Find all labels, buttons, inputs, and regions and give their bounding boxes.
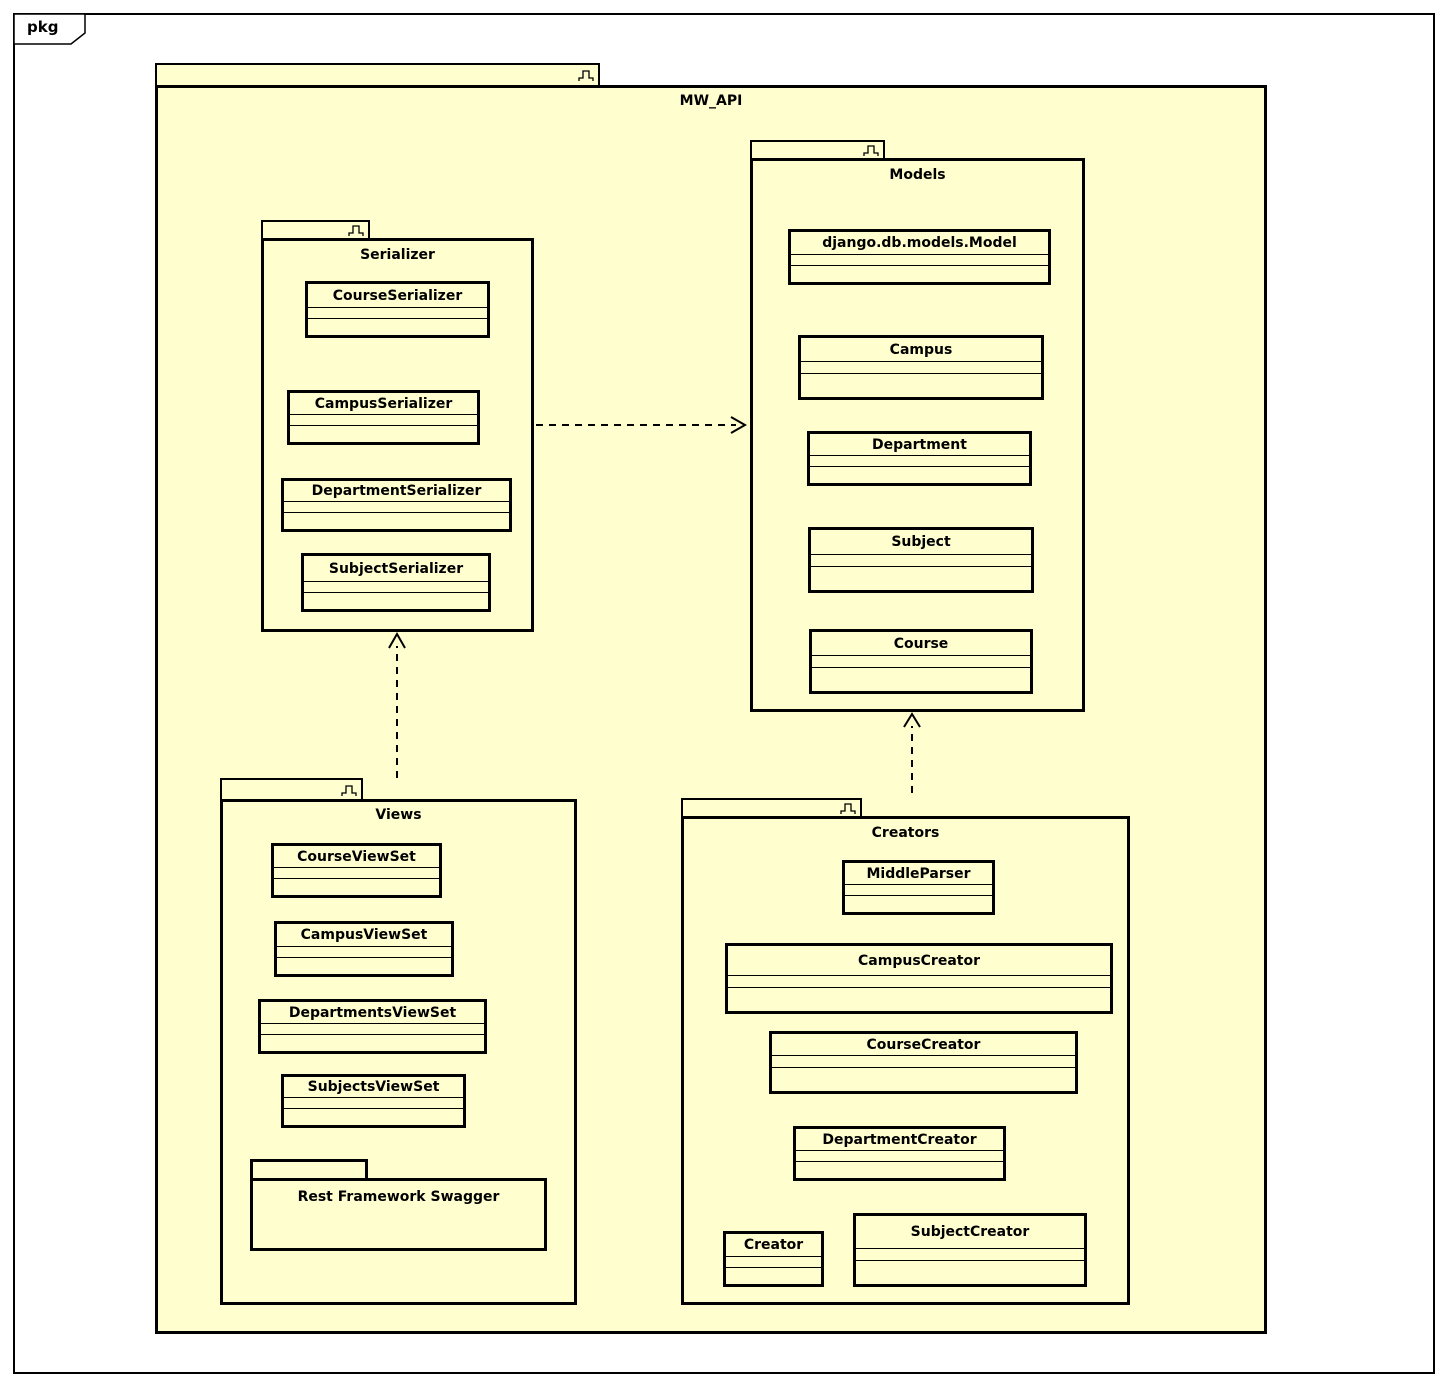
- class-creator: Creator: [723, 1231, 824, 1287]
- attributes-compartment: [845, 884, 992, 895]
- class-name: django.db.models.Model: [822, 235, 1017, 251]
- package-tab-serializer: [261, 220, 370, 238]
- operations-compartment: [796, 1161, 1003, 1178]
- operations-compartment: [728, 987, 1110, 1011]
- package-tab-icon: [578, 70, 594, 81]
- class-name: Department: [872, 436, 967, 453]
- class-department: Department: [807, 431, 1032, 486]
- class-campus-viewset: CampusViewSet: [274, 921, 454, 977]
- class-subject-serializer: SubjectSerializer: [301, 553, 491, 612]
- package-tab-creators: [681, 798, 862, 816]
- class-name: CourseViewSet: [297, 848, 416, 865]
- operations-compartment: [856, 1260, 1084, 1284]
- class-course-viewset: CourseViewSet: [271, 843, 442, 898]
- class-course: Course: [809, 629, 1033, 694]
- class-campus-serializer: CampusSerializer: [287, 390, 480, 445]
- package-title-serializer: Serializer: [360, 247, 435, 263]
- operations-compartment: [261, 1034, 484, 1051]
- operations-compartment: [308, 318, 487, 335]
- class-departments-viewset: DepartmentsViewSet: [258, 999, 487, 1054]
- package-tab-models: [750, 140, 885, 158]
- frame-tab-shape: [13, 13, 86, 45]
- class-name: SubjectCreator: [910, 1224, 1030, 1240]
- attributes-compartment: [304, 581, 488, 592]
- attributes-compartment: [796, 1150, 1003, 1161]
- package-title-creators: Creators: [871, 825, 940, 841]
- class-department-serializer: DepartmentSerializer: [281, 478, 512, 532]
- attributes-compartment: [261, 1023, 484, 1034]
- class-name: CourseSerializer: [332, 287, 463, 304]
- attributes-compartment: [284, 501, 509, 512]
- operations-compartment: [845, 895, 992, 912]
- attributes-compartment: [728, 975, 1110, 987]
- operations-compartment: [811, 566, 1031, 590]
- attributes-compartment: [277, 946, 451, 957]
- class-name: Subject: [891, 534, 951, 550]
- operations-compartment: [290, 425, 477, 442]
- class-name: Creator: [743, 1237, 804, 1253]
- operations-compartment: [812, 667, 1030, 691]
- class-name: CampusCreator: [858, 952, 980, 969]
- class-subjects-viewset: SubjectsViewSet: [281, 1074, 466, 1128]
- package-title-mw-api: MW_API: [679, 93, 743, 109]
- class-name: CampusSerializer: [314, 395, 453, 412]
- operations-compartment: [304, 592, 488, 609]
- class-course-serializer: CourseSerializer: [305, 281, 490, 338]
- class-middle-parser: MiddleParser: [842, 860, 995, 915]
- attributes-compartment: [726, 1256, 821, 1267]
- operations-compartment: [284, 1108, 463, 1125]
- operations-compartment: [277, 957, 451, 974]
- class-name: MiddleParser: [866, 865, 971, 882]
- class-name: Course: [893, 635, 949, 652]
- operations-compartment: [810, 466, 1029, 483]
- class-name: CourseCreator: [866, 1036, 981, 1053]
- class-name: SubjectsViewSet: [307, 1079, 440, 1095]
- attributes-compartment: [284, 1097, 463, 1108]
- operations-compartment: [772, 1067, 1075, 1091]
- class-name: Campus: [889, 341, 953, 358]
- package-tab-icon: [348, 225, 364, 236]
- attributes-compartment: [772, 1055, 1075, 1067]
- operations-compartment: [274, 878, 439, 895]
- operations-compartment: [791, 265, 1048, 282]
- attributes-compartment: [801, 361, 1041, 373]
- frame-kind-label: pkg: [27, 18, 59, 36]
- package-tab-icon: [840, 803, 856, 814]
- class-campus: Campus: [798, 335, 1044, 400]
- class-name: DepartmentsViewSet: [288, 1004, 457, 1021]
- attributes-compartment: [791, 254, 1048, 265]
- attributes-compartment: [812, 655, 1030, 667]
- package-tab-mw-api: [155, 63, 600, 85]
- attributes-compartment: [856, 1248, 1084, 1260]
- class-department-creator: DepartmentCreator: [793, 1126, 1006, 1181]
- attributes-compartment: [290, 414, 477, 425]
- class-course-creator: CourseCreator: [769, 1031, 1078, 1094]
- class-name: CampusViewSet: [300, 927, 428, 943]
- package-tab-icon: [341, 784, 357, 796]
- package-tab-icon: [863, 145, 879, 156]
- attributes-compartment: [811, 554, 1031, 566]
- package-body-rest-framework-swagger: [250, 1178, 547, 1251]
- class-campus-creator: CampusCreator: [725, 943, 1113, 1014]
- operations-compartment: [801, 373, 1041, 397]
- package-title-rest-framework-swagger: Rest Framework Swagger: [297, 1189, 500, 1205]
- class-name: SubjectSerializer: [328, 560, 464, 577]
- package-tab-rest-framework-swagger: [250, 1159, 368, 1178]
- class-name: DepartmentSerializer: [311, 483, 482, 499]
- operations-compartment: [726, 1267, 821, 1284]
- class-django-db-models-model: django.db.models.Model: [788, 229, 1051, 285]
- class-name: DepartmentCreator: [822, 1131, 977, 1148]
- attributes-compartment: [274, 867, 439, 878]
- attributes-compartment: [810, 455, 1029, 466]
- package-title-models: Models: [889, 167, 946, 183]
- operations-compartment: [284, 512, 509, 529]
- package-title-views: Views: [375, 807, 422, 823]
- attributes-compartment: [308, 307, 487, 318]
- class-subject: Subject: [808, 527, 1034, 593]
- class-subject-creator: SubjectCreator: [853, 1213, 1087, 1287]
- package-tab-views: [220, 778, 363, 799]
